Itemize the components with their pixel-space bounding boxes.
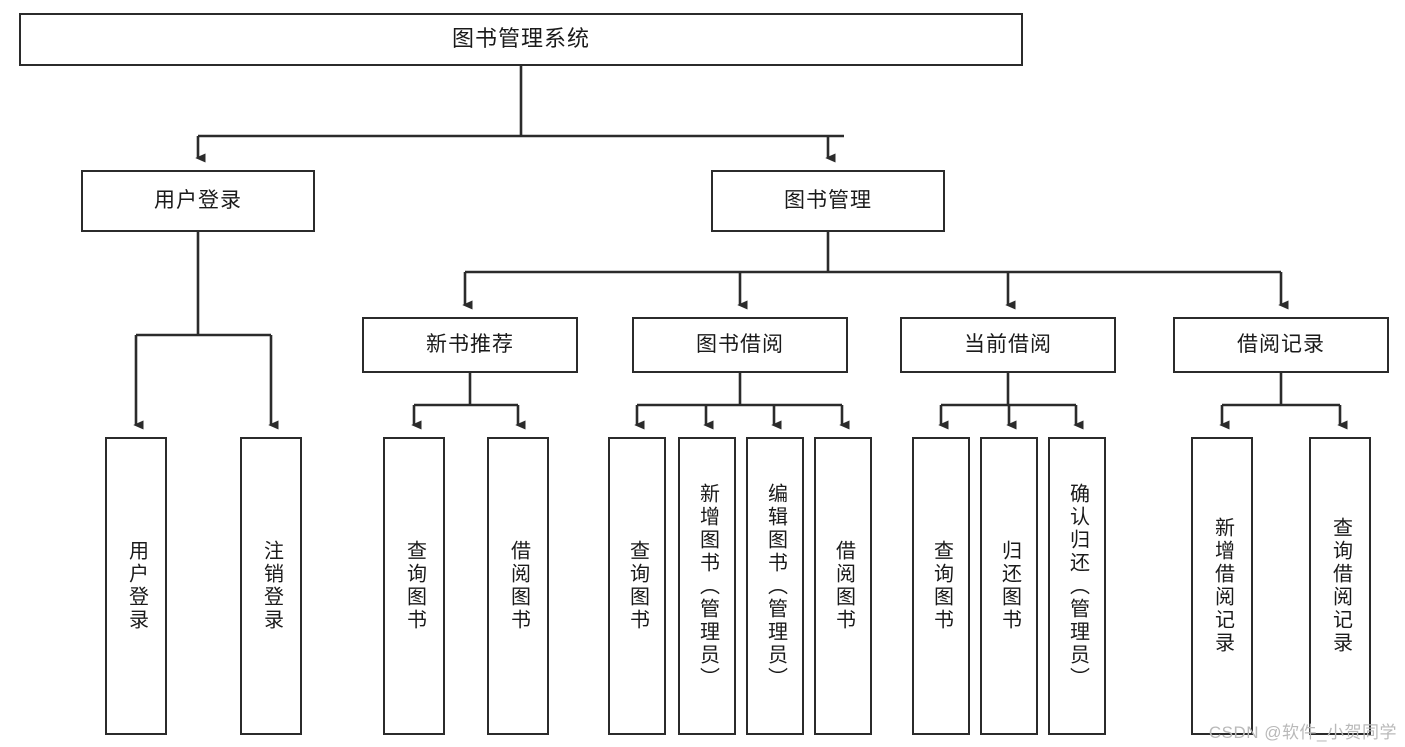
leaf-return-book[interactable]: 归还图书: [980, 437, 1038, 735]
node-label: 借阅图书: [507, 540, 530, 632]
node-user-login[interactable]: 用户登录: [81, 170, 315, 232]
node-label: 用户登录: [154, 189, 242, 213]
leaf-edit-book-admin[interactable]: 编辑图书（管理员）: [746, 437, 804, 735]
node-borrow-record[interactable]: 借阅记录: [1173, 317, 1389, 373]
leaf-query-book-new[interactable]: 查询图书: [383, 437, 445, 735]
node-label: 查询借阅记录: [1329, 517, 1352, 655]
node-book-borrow[interactable]: 图书借阅: [632, 317, 848, 373]
node-label: 查询图书: [403, 540, 426, 632]
node-root-system[interactable]: 图书管理系统: [19, 13, 1023, 66]
node-label: 编辑图书（管理员）: [764, 482, 787, 690]
node-label: 图书管理系统: [451, 26, 590, 52]
node-label: 用户登录: [125, 540, 148, 632]
node-new-book-recommend[interactable]: 新书推荐: [362, 317, 578, 373]
leaf-add-borrow-record[interactable]: 新增借阅记录: [1191, 437, 1253, 735]
node-current-borrow[interactable]: 当前借阅: [900, 317, 1116, 373]
node-label: 新书推荐: [426, 333, 514, 357]
node-label: 图书管理: [784, 189, 872, 213]
node-label: 借阅记录: [1237, 333, 1325, 357]
node-label: 归还图书: [998, 540, 1021, 632]
node-label: 查询图书: [930, 540, 953, 632]
leaf-query-book-borrow[interactable]: 查询图书: [608, 437, 666, 735]
node-label: 借阅图书: [832, 540, 855, 632]
leaf-borrow-book-new[interactable]: 借阅图书: [487, 437, 549, 735]
node-label: 确认归还（管理员）: [1066, 482, 1089, 690]
node-book-management[interactable]: 图书管理: [711, 170, 945, 232]
node-label: 图书借阅: [696, 333, 784, 357]
leaf-confirm-return-admin[interactable]: 确认归还（管理员）: [1048, 437, 1106, 735]
leaf-query-book-current[interactable]: 查询图书: [912, 437, 970, 735]
leaf-query-borrow-record[interactable]: 查询借阅记录: [1309, 437, 1371, 735]
leaf-add-book-admin[interactable]: 新增图书（管理员）: [678, 437, 736, 735]
node-label: 新增图书（管理员）: [696, 482, 719, 690]
node-label: 查询图书: [626, 540, 649, 632]
leaf-logout[interactable]: 注销登录: [240, 437, 302, 735]
leaf-user-login[interactable]: 用户登录: [105, 437, 167, 735]
node-label: 注销登录: [260, 540, 283, 632]
leaf-borrow-book[interactable]: 借阅图书: [814, 437, 872, 735]
node-label: 新增借阅记录: [1211, 517, 1234, 655]
node-label: 当前借阅: [964, 333, 1052, 357]
